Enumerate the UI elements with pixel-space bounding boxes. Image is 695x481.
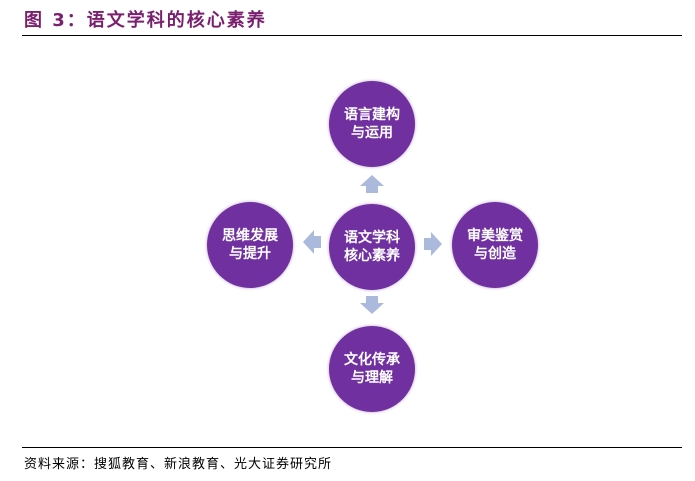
node-thinking: 思维发展与提升 [207, 202, 293, 288]
figure-title: 图 3：语文学科的核心素养 [24, 10, 267, 31]
arrow-right [424, 232, 442, 256]
node-core: 语文学科核心素养 [329, 204, 415, 290]
node-aesthetics: 审美鉴赏与创造 [452, 202, 538, 288]
node-language: 语言建构与运用 [329, 81, 415, 167]
footer-divider [22, 447, 682, 448]
node-culture: 文化传承与理解 [329, 326, 415, 412]
title-divider [22, 35, 682, 36]
arrow-up [360, 175, 384, 193]
source-note: 资料来源：搜狐教育、新浪教育、光大证券研究所 [24, 457, 333, 472]
arrow-left [303, 230, 321, 254]
arrow-down [360, 296, 384, 314]
